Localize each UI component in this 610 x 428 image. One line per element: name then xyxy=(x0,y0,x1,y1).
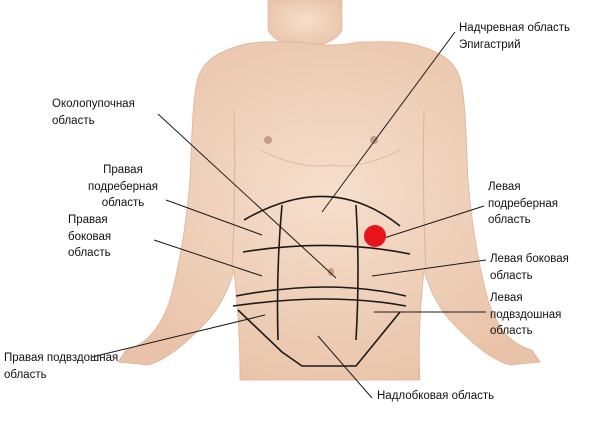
leader-right-iliac xyxy=(91,314,266,358)
label-right-lumbar: Правая боковая область xyxy=(68,214,112,260)
label-umbilical: Околопупочная область xyxy=(52,98,135,127)
label-left-hypochondriac: Левая подреберная область xyxy=(488,181,558,227)
torso xyxy=(117,41,541,381)
costal-arc xyxy=(243,195,401,227)
leader-right-hypochondriac xyxy=(165,199,263,236)
leader-hypogastric xyxy=(317,335,373,399)
label-left-iliac: Левая подвздошная область xyxy=(490,292,562,338)
label-left-lumbar: Левая боковая область xyxy=(490,253,569,282)
label-epigastric: Надчревная область Эпигастрий xyxy=(459,22,571,51)
label-hypogastric: Надлобковая область xyxy=(377,390,495,402)
left-midclavicular-line xyxy=(355,204,359,341)
leader-epigastric xyxy=(321,31,456,213)
label-right-iliac: Правая подвздошная область xyxy=(4,352,119,381)
pain-point-marker xyxy=(364,225,386,247)
left-nipple xyxy=(370,136,378,144)
right-midclavicular-line xyxy=(276,204,283,341)
navel xyxy=(328,268,334,276)
leader-left-lumbar xyxy=(371,259,487,277)
leader-lines xyxy=(91,31,487,399)
lower-horizontal-line xyxy=(232,298,407,307)
region-grid xyxy=(232,195,411,367)
intertubercular-line xyxy=(235,286,407,297)
arm-gap-right xyxy=(422,109,427,271)
subcostal-line xyxy=(242,244,411,255)
arm-gap-left xyxy=(231,109,236,271)
leader-right-lumbar xyxy=(153,239,263,277)
right-nipple xyxy=(264,136,272,144)
chest-line xyxy=(259,149,401,167)
neck xyxy=(267,0,343,48)
inguinal-right xyxy=(237,309,401,367)
label-right-hypochondriac: Правая подреберная область xyxy=(88,164,158,210)
leader-umbilical xyxy=(157,113,337,279)
leader-left-hypochondriac xyxy=(383,205,485,239)
